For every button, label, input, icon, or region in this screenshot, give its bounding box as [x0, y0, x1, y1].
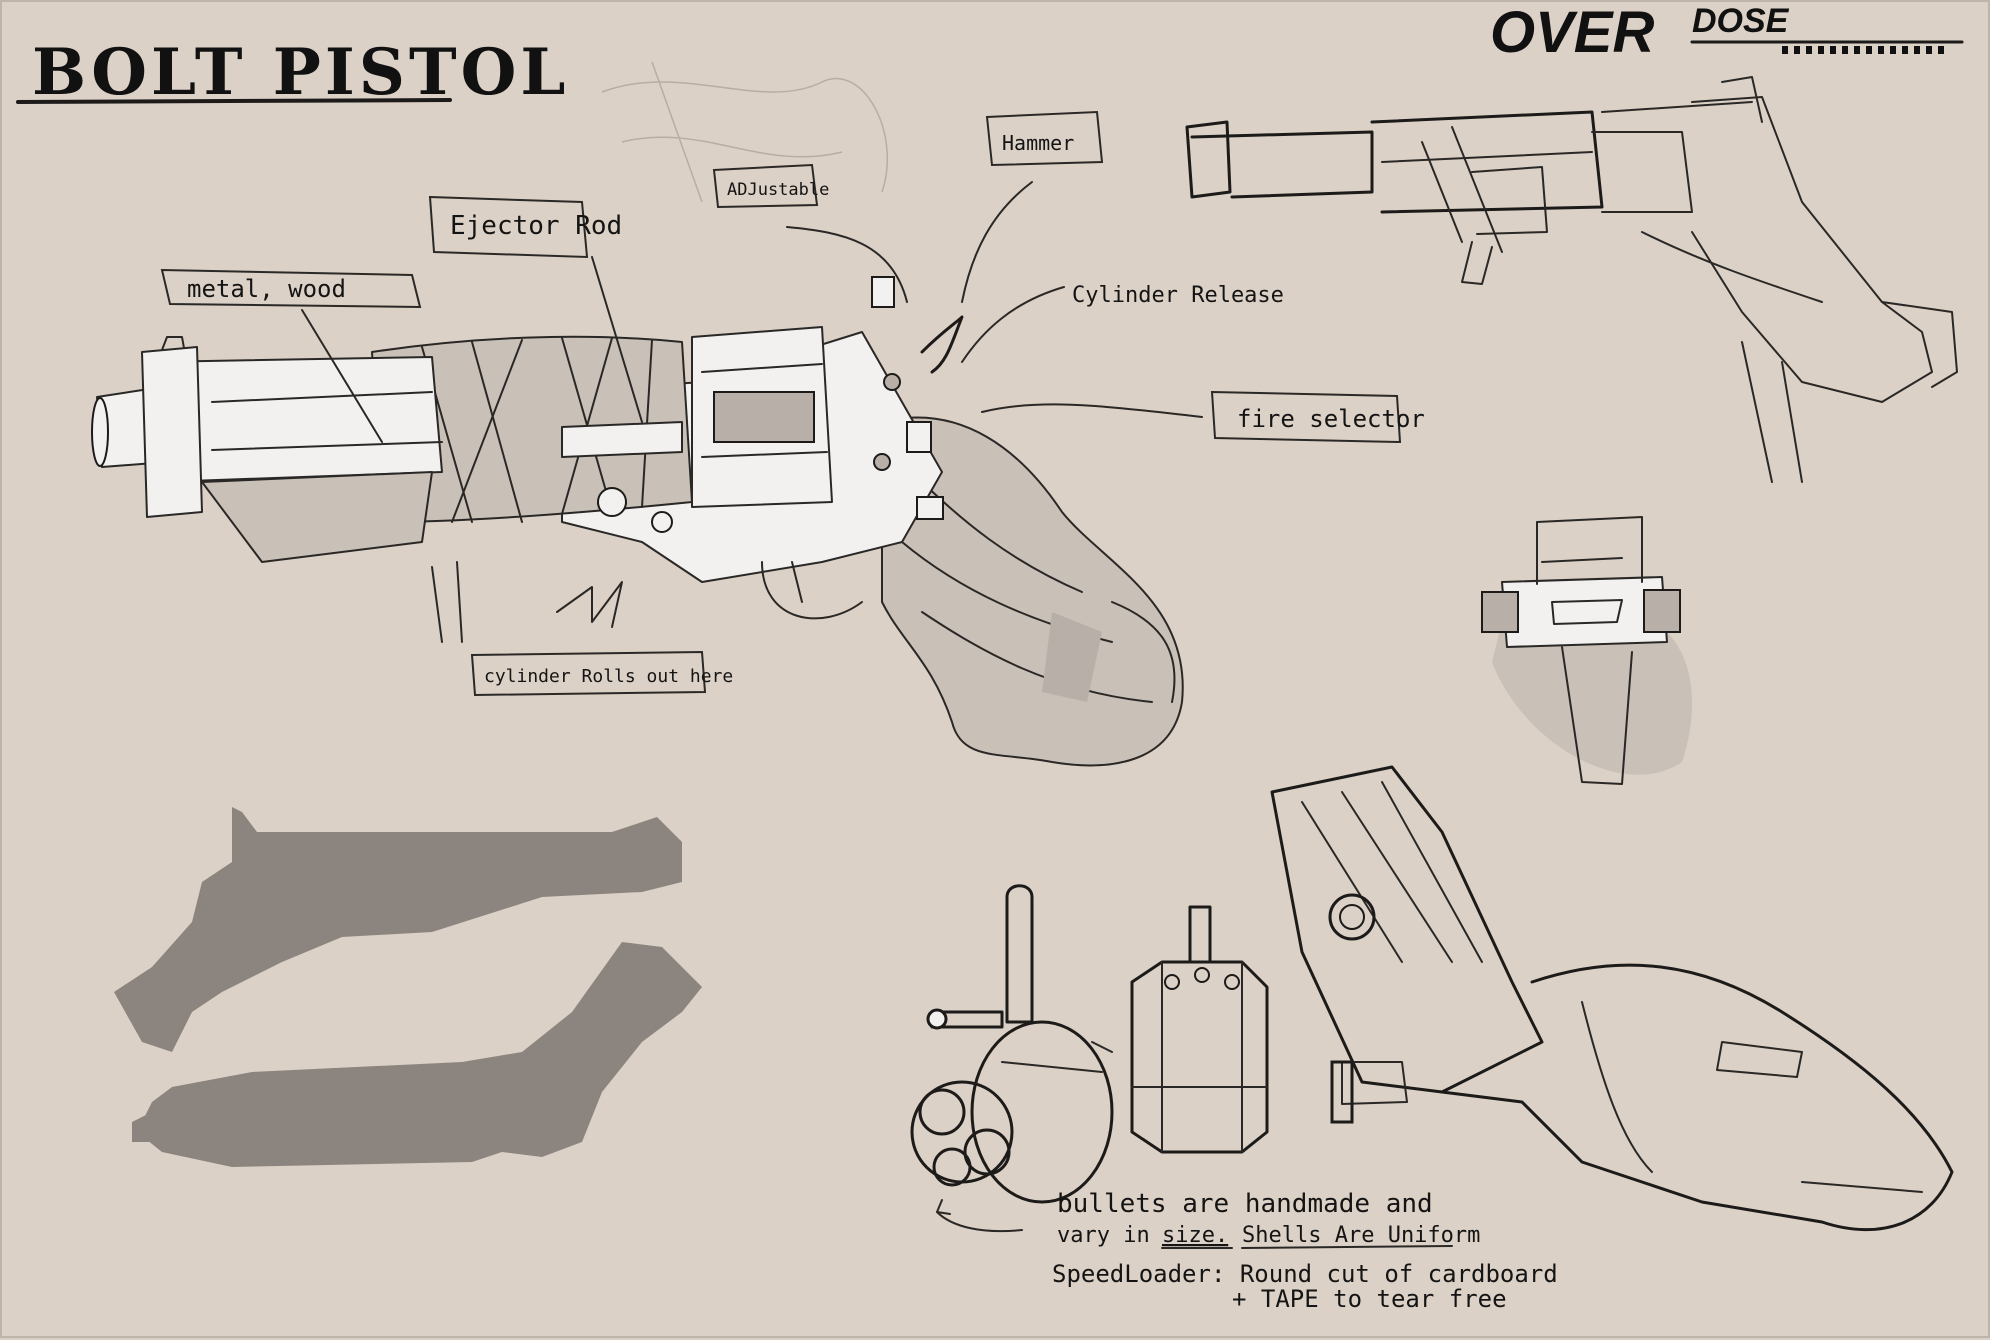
callout-text-cylinder-release: Cylinder Release [1072, 283, 1284, 308]
silhouette-studies [114, 807, 702, 1167]
silhouette-bottom [137, 942, 702, 1167]
callout-adjustable: ADJustable [712, 163, 908, 303]
overdose-logo: OVER DOSE [1490, 2, 1964, 65]
callout-text-metal-wood: metal, wood [187, 275, 346, 303]
logo-accent-text: DOSE [1692, 2, 1790, 40]
callout-hammer: Hammer [961, 110, 1104, 303]
title-text: BOLT PISTOL [32, 35, 569, 110]
logo-main-text: OVER [1490, 2, 1654, 65]
held-pistol-sketch [1270, 765, 1954, 1232]
callout-metal-wood: metal, wood [160, 268, 422, 443]
side-view-sketch [1185, 76, 1958, 483]
sheet-title: BOLT PISTOL [16, 35, 569, 110]
callout-cylinder-release: Cylinder Release [961, 283, 1284, 363]
note-line-3: SpeedLoader: Round cut of cardboard [1052, 1260, 1558, 1288]
callout-cylinder-rolls-out: cylinder Rolls out here [431, 561, 733, 697]
note-line-1: bullets are handmade and [1057, 1189, 1433, 1219]
callout-text-adjustable: ADJustable [727, 180, 829, 200]
callout-fire-selector: fire selector [981, 390, 1425, 444]
silhouette-bottom-tip [132, 1112, 152, 1142]
logo-stripes [1782, 46, 1944, 54]
sight-detail-sketch [1481, 516, 1692, 785]
callout-text-ejector-rod: Ejector Rod [450, 211, 622, 241]
title-underline [16, 98, 452, 104]
note-line-2c: Shells Are Uniform [1242, 1223, 1480, 1248]
speedloader-sketch [910, 884, 1114, 1204]
note-line-4: + TAPE to tear free [1232, 1285, 1507, 1313]
handwritten-notes: bullets are handmade and vary in size. S… [936, 1189, 1558, 1313]
silhouette-top [114, 807, 682, 1052]
faint-construction-lines [601, 61, 888, 203]
callout-ejector-rod: Ejector Rod [428, 195, 643, 423]
main-pistol-render [91, 276, 1184, 767]
callout-text-cylinder-rolls-out: cylinder Rolls out here [484, 666, 733, 687]
callout-text-hammer: Hammer [1002, 131, 1074, 155]
callout-text-fire-selector: fire selector [1237, 405, 1425, 433]
cylinder-sketch [1130, 905, 1269, 1154]
note-line-2a: vary in [1057, 1223, 1150, 1248]
note-line-2b: size. [1162, 1223, 1228, 1248]
